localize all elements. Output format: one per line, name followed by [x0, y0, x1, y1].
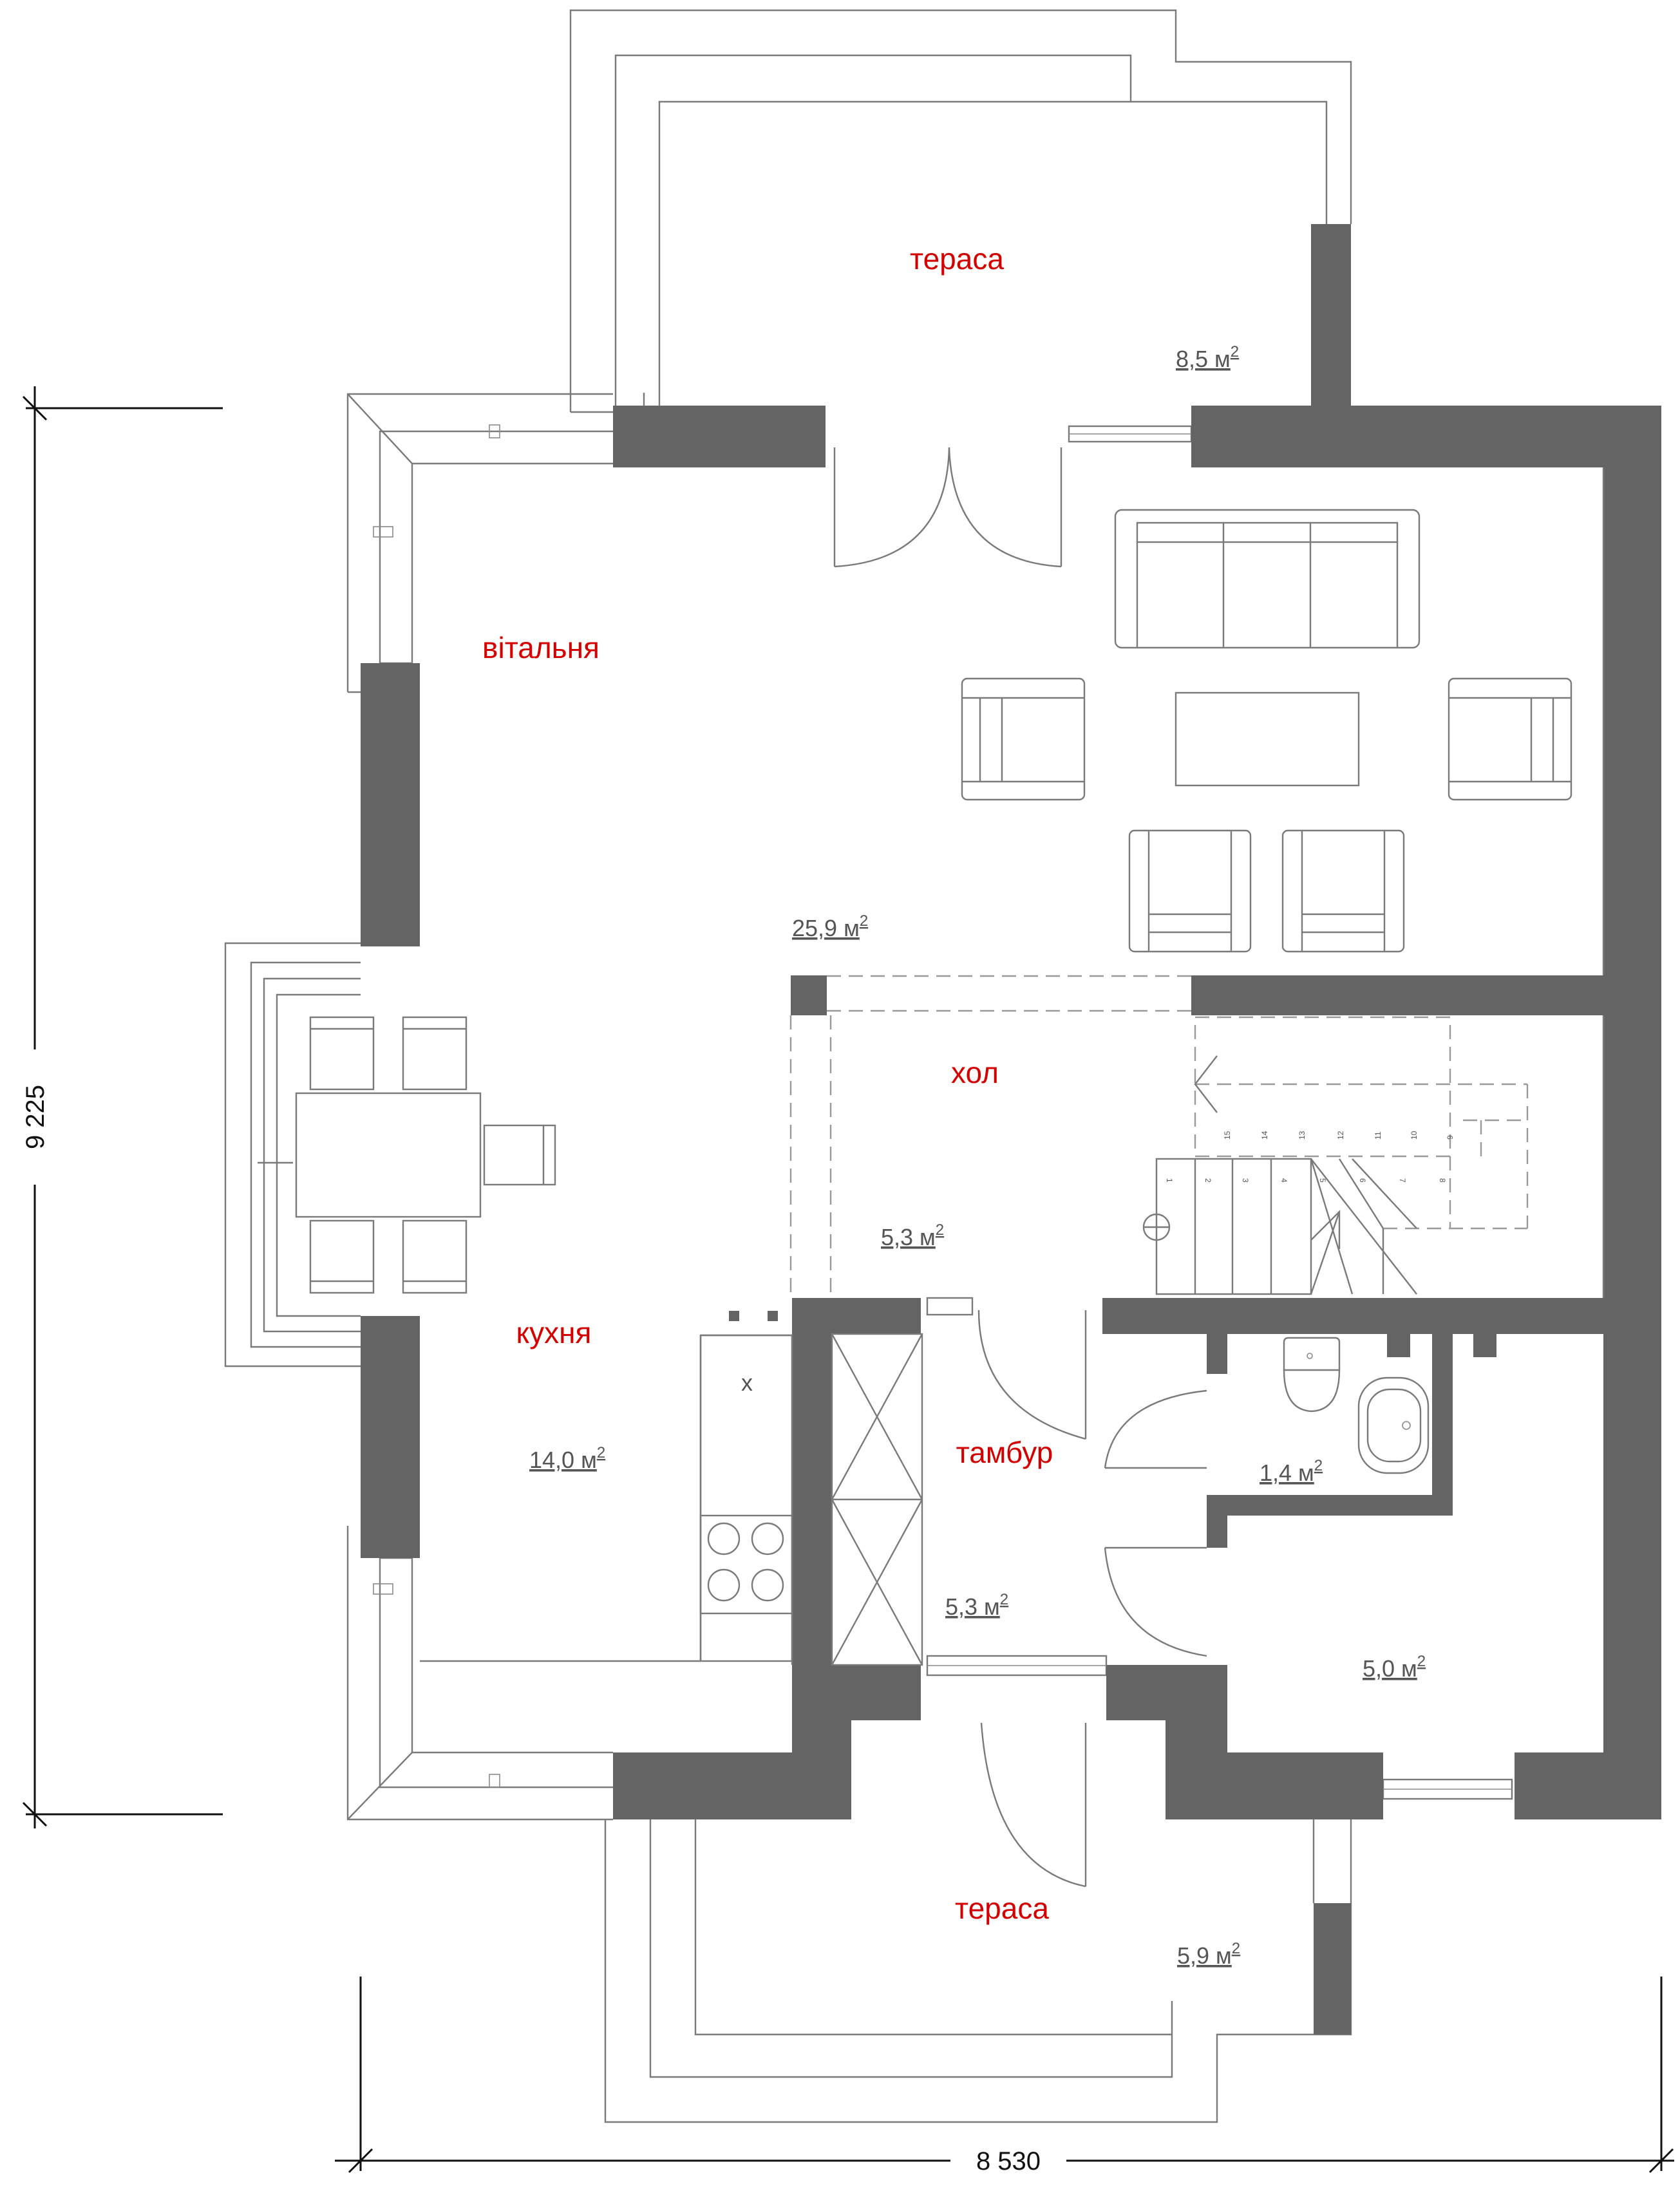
step-number: 10 — [1410, 1131, 1419, 1140]
terrace-bottom-area: 5,9 м2 — [1177, 1940, 1240, 1969]
vestibule-label: тамбур — [956, 1436, 1053, 1469]
doors — [833, 447, 1207, 1888]
kitchen-area: 14,0 м2 — [529, 1444, 605, 1473]
kitchen-label: кухня — [516, 1316, 592, 1349]
room-labels: тераса вітальня хол кухня тамбур тераса — [482, 242, 1053, 1925]
step-number: 4 — [1279, 1178, 1288, 1183]
bathroom-fixtures — [1283, 1337, 1430, 1474]
step-number: 7 — [1398, 1178, 1407, 1183]
terrace-bottom-label: тераса — [955, 1892, 1049, 1925]
vestibule-area: 5,3 м2 — [945, 1591, 1008, 1620]
dimension-height: 9 225 — [15, 386, 223, 1828]
step-number: 2 — [1203, 1178, 1213, 1183]
step-number: 5 — [1318, 1178, 1327, 1183]
terrace-top-area: 8,5 м2 — [1176, 343, 1239, 372]
step-number: 1 — [1165, 1178, 1174, 1183]
step-number: 13 — [1298, 1131, 1307, 1140]
room-se-area: 5,0 м2 — [1363, 1653, 1426, 1682]
kitchen-marker: x — [741, 1369, 753, 1396]
living-room-label: вітальня — [482, 631, 599, 664]
area-labels: 8,5 м2 25,9 м2 5,3 м2 14,0 м2 5,3 м2 1,4… — [529, 343, 1426, 1969]
step-number: 6 — [1358, 1178, 1367, 1183]
hall-label: хол — [951, 1056, 999, 1089]
step-number: 3 — [1241, 1178, 1250, 1183]
step-number: 9 — [1446, 1135, 1455, 1140]
walls — [361, 224, 1661, 2034]
width-dimension-label: 8 530 — [976, 2147, 1041, 2175]
terrace-top-outline — [569, 9, 1352, 413]
step-number: 12 — [1336, 1131, 1345, 1140]
step-number: 15 — [1223, 1131, 1232, 1140]
living-furniture — [961, 509, 1572, 953]
living-room-area: 25,9 м2 — [792, 912, 868, 941]
dining-furniture — [295, 1016, 556, 1294]
step-number: 8 — [1438, 1178, 1447, 1183]
dimension-width: 8 530 — [335, 1977, 1674, 2179]
height-dimension-label: 9 225 — [21, 1085, 50, 1149]
hall-area: 5,3 м2 — [881, 1221, 944, 1250]
step-number: 11 — [1373, 1131, 1383, 1140]
step-number: 14 — [1260, 1131, 1269, 1140]
stairs: 1 2 3 4 5 6 7 8 9 10 11 12 13 14 15 — [789, 975, 1529, 1298]
terrace-bottom-outline — [604, 1819, 1352, 2123]
wc-area: 1,4 м2 — [1260, 1457, 1323, 1486]
wardrobe — [831, 1333, 923, 1666]
west-bays-outline — [224, 393, 613, 1821]
kitchen-counter — [699, 1334, 793, 1662]
terrace-top-label: тераса — [910, 242, 1004, 276]
